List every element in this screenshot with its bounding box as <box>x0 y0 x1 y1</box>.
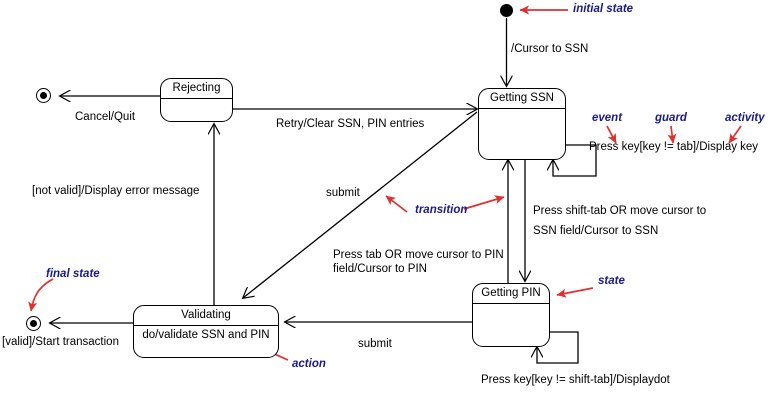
annotation-final-state: final state <box>46 268 100 280</box>
initial-state-node[interactable] <box>500 4 513 17</box>
final-state-node-valid[interactable] <box>26 316 41 331</box>
transition-label-pin-self: Press key[key != shift-tab]/Displaydot <box>481 374 670 386</box>
transition-label-ssn-to-pin-line1: Press tab OR move cursor to PIN <box>333 249 504 261</box>
transition-label-ssn-to-pin-line2: field/Cursor to PIN <box>333 263 427 275</box>
annotation-activity: activity <box>725 112 765 124</box>
state-validating-title: Validating <box>134 306 278 326</box>
transition-label-ssn-self: Press key[key != tab]/Display key <box>589 141 759 153</box>
arrow-event <box>606 125 617 144</box>
state-rejecting[interactable]: Rejecting <box>160 78 233 122</box>
state-validating-body: do/validate SSN and PIN <box>142 329 270 341</box>
annotation-state: state <box>598 275 625 287</box>
state-rejecting-title: Rejecting <box>161 79 232 99</box>
state-getting-pin-title: Getting PIN <box>473 284 549 304</box>
transition-label-pin-to-ssn-line2: SSN field/Cursor to SSN <box>533 225 659 237</box>
final-state-node-cancel[interactable] <box>36 88 51 103</box>
state-validating[interactable]: Validating do/validate SSN and PIN <box>133 305 279 358</box>
transition-label-pin-to-ssn-line1: Press shift-tab OR move cursor to <box>533 205 707 217</box>
transition-label-cancel-quit: Cancel/Quit <box>75 111 136 123</box>
arrow-activity <box>728 125 742 144</box>
annotation-action: action <box>292 358 326 370</box>
transition-label-retry: Retry/Clear SSN, PIN entries <box>276 118 425 130</box>
arrow-guard <box>667 125 677 144</box>
annotation-transition: transition <box>415 204 468 216</box>
transition-label-valid: [valid]/Start transaction <box>2 336 119 348</box>
transition-label-submit-pin: submit <box>358 338 392 350</box>
line-getting-ssn-to-validating <box>243 111 478 298</box>
line-getting-pin-self-loop <box>537 331 579 364</box>
annotation-event: event <box>592 112 623 124</box>
arrow-final-state <box>28 278 54 312</box>
transition-label-initial-to-ssn: /Cursor to SSN <box>511 43 589 55</box>
state-getting-ssn-title: Getting SSN <box>479 89 565 109</box>
arrow-transition-right <box>463 195 505 210</box>
arrow-state <box>556 287 594 298</box>
annotation-guard: guard <box>655 112 687 124</box>
annotation-initial-state: initial state <box>573 3 634 15</box>
state-getting-ssn-body <box>479 109 565 112</box>
state-getting-pin-body <box>473 304 549 307</box>
arrow-transition-left <box>385 195 408 213</box>
state-getting-ssn[interactable]: Getting SSN <box>478 88 566 160</box>
line-getting-ssn-self-loop <box>553 144 597 177</box>
transition-label-submit-ssn: submit <box>326 187 360 199</box>
state-getting-pin[interactable]: Getting PIN <box>472 283 550 347</box>
transition-label-not-valid: [not valid]/Display error message <box>32 185 200 197</box>
state-rejecting-body <box>161 99 232 102</box>
